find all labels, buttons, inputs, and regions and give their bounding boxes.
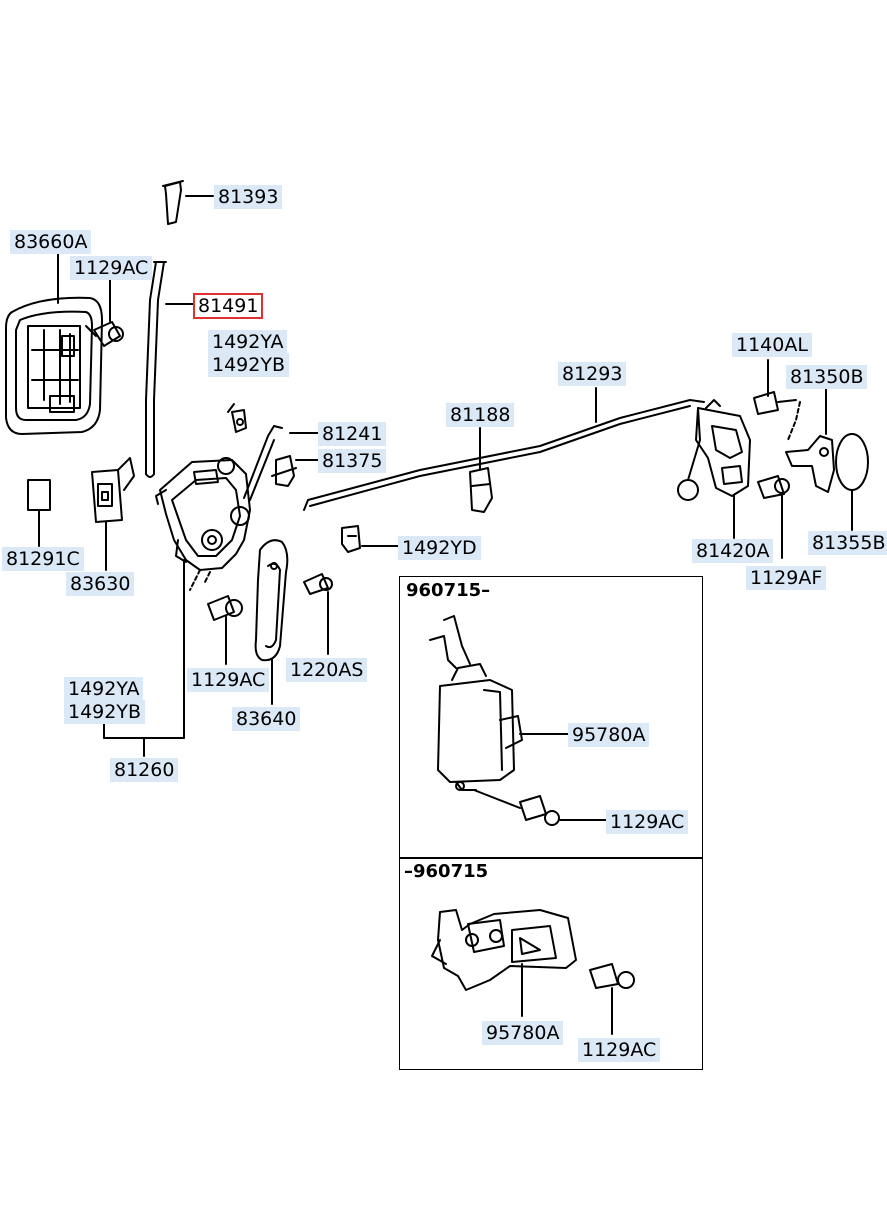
pad-81291c (27, 479, 51, 511)
part-label-81491-highlighted[interactable]: 81491 (193, 293, 264, 319)
part-label-1492yb-left[interactable]: 1492YB (64, 700, 145, 724)
inside-handle-83640 (254, 539, 289, 662)
part-label-1492yb-top[interactable]: 1492YB (208, 353, 289, 377)
part-label-81291c[interactable]: 81291C (2, 547, 84, 571)
rod-81293 (303, 399, 705, 511)
part-label-81241[interactable]: 81241 (318, 422, 387, 446)
actuator-95780a-upper (429, 615, 523, 791)
inset-lower-header: –960715 (404, 861, 489, 882)
part-label-81393[interactable]: 81393 (214, 185, 283, 209)
part-label-81260[interactable]: 81260 (110, 758, 179, 782)
clip-1492ya-top (227, 403, 247, 433)
part-label-83660a[interactable]: 83660A (10, 230, 92, 254)
pin-81393 (162, 180, 184, 225)
inset-box-lower (399, 857, 703, 1070)
part-label-1492yd[interactable]: 1492YD (398, 536, 481, 560)
part-label-1129ac-mid[interactable]: 1129AC (187, 668, 270, 692)
bezel-83630 (91, 457, 135, 523)
clip-81375 (271, 455, 297, 487)
part-label-95780a-lower[interactable]: 95780A (482, 1021, 564, 1045)
clip-1492yd (341, 525, 361, 553)
part-label-83640[interactable]: 83640 (232, 707, 301, 731)
part-label-1129ac-lower[interactable]: 1129AC (578, 1038, 661, 1062)
part-label-81355b[interactable]: 81355B (808, 531, 887, 555)
part-label-1492ya-top[interactable]: 1492YA (208, 330, 288, 354)
inset-box-upper (399, 576, 703, 859)
actuator-95780a-lower (431, 909, 577, 991)
part-label-1220as[interactable]: 1220AS (286, 658, 368, 682)
bolt-1129ac-top (85, 321, 124, 347)
inset-upper-header: 960715– (406, 580, 491, 601)
part-label-81375[interactable]: 81375 (318, 449, 387, 473)
clip-81188 (469, 467, 493, 513)
part-label-81188[interactable]: 81188 (446, 403, 515, 427)
bolt-1129ac-upper (519, 795, 560, 826)
outside-handle-83660a (5, 296, 103, 435)
latch-81420a (677, 399, 751, 501)
part-label-1140al[interactable]: 1140AL (732, 333, 812, 357)
part-label-1492ya-left[interactable]: 1492YA (64, 677, 144, 701)
shim-81355b (835, 433, 869, 491)
rod-81241 (243, 425, 283, 501)
bolt-1129ac-lower (589, 963, 635, 989)
bolt-1129ac-mid (207, 595, 243, 621)
latch-assembly-81260 (155, 457, 251, 591)
part-label-1129af[interactable]: 1129AF (746, 566, 827, 590)
part-label-83630[interactable]: 83630 (66, 572, 135, 596)
bolt-1129af (757, 475, 790, 499)
part-label-81420a[interactable]: 81420A (692, 539, 774, 563)
part-label-95780a-upper[interactable]: 95780A (568, 723, 650, 747)
part-label-81350b[interactable]: 81350B (786, 365, 868, 389)
striker-81350b (785, 401, 835, 493)
rod-81491 (145, 261, 167, 478)
bolt-1140al (753, 391, 797, 415)
part-label-1129ac-upper[interactable]: 1129AC (606, 810, 689, 834)
screw-1220as (303, 573, 333, 595)
part-label-1129ac-top[interactable]: 1129AC (70, 256, 153, 280)
part-label-81293[interactable]: 81293 (558, 362, 627, 386)
